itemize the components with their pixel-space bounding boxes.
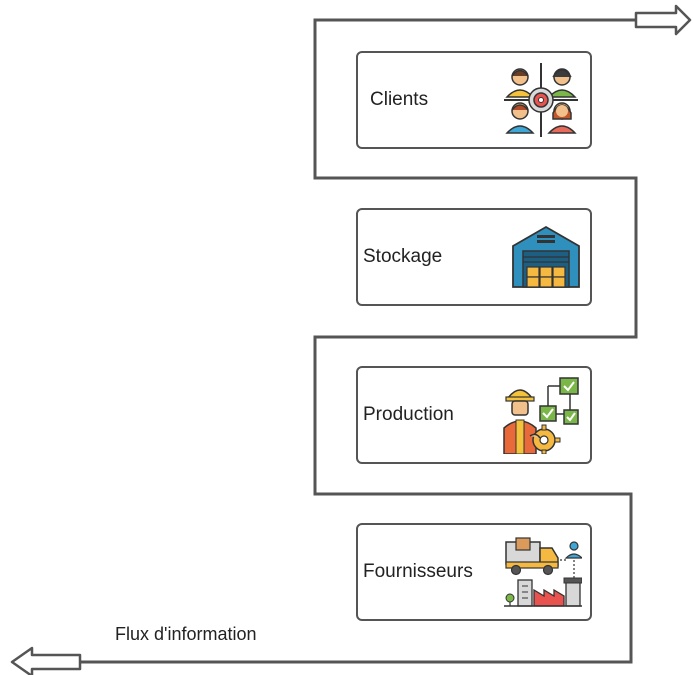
customers-target-icon [504, 63, 578, 137]
worker-process-icon [503, 377, 579, 454]
step-box-clients: Clients [356, 51, 592, 149]
arrow-left-icon [10, 646, 82, 675]
step-label: Production [363, 404, 454, 425]
flow-path [80, 18, 638, 664]
delivery-truck-factory-icon [504, 537, 582, 607]
step-label: Fournisseurs [363, 561, 473, 582]
flow-caption: Flux d'information [115, 624, 257, 644]
warehouse-icon [512, 225, 580, 288]
step-label: Stockage [363, 246, 443, 267]
step-box-stockage: Stockage [356, 208, 592, 306]
step-box-production: Production [356, 366, 592, 464]
arrow-right-icon [634, 4, 692, 36]
step-box-fournisseurs: Fournisseurs [356, 523, 592, 621]
step-label: Clients [370, 89, 429, 110]
